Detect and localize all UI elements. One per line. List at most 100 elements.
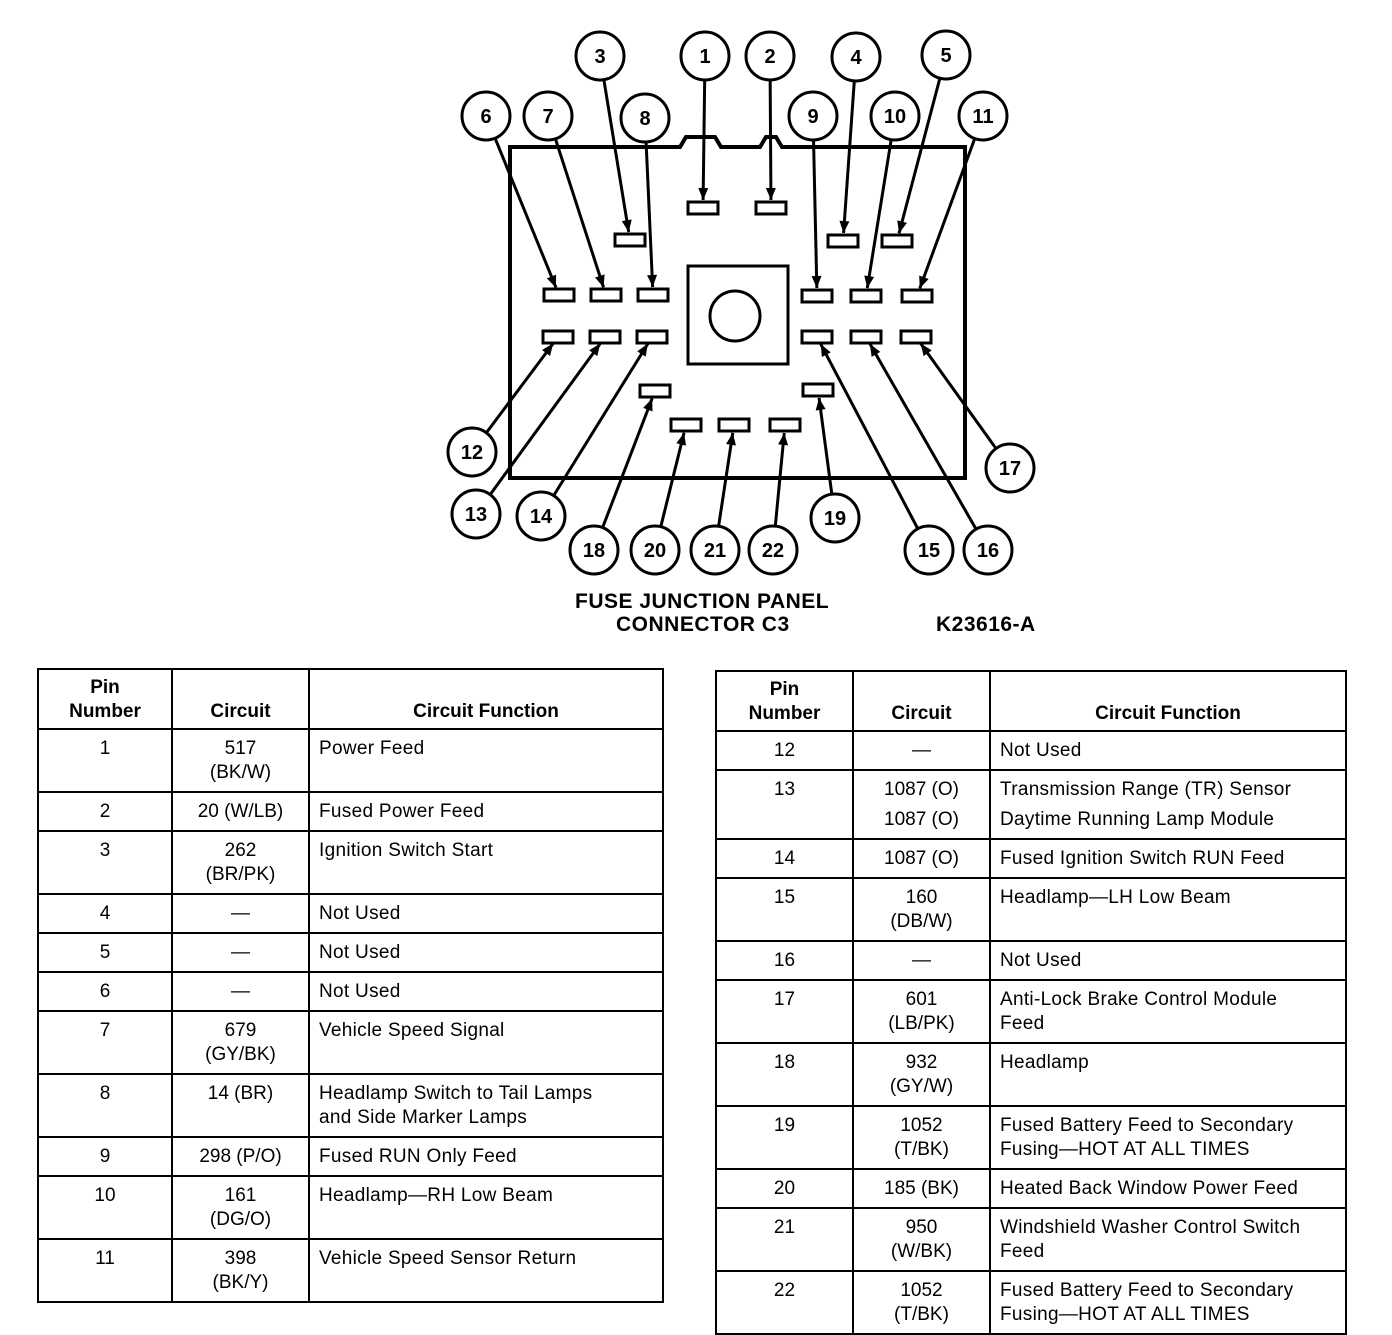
pin-callout-circle-7 bbox=[522, 90, 574, 142]
pin-cavity-19 bbox=[801, 382, 835, 398]
pin-callout-circle-10 bbox=[869, 90, 921, 142]
pin-callout-label-11: 11 bbox=[972, 106, 993, 128]
header-pin-number: Pin Number bbox=[715, 670, 854, 732]
pin-callout-circle-14 bbox=[515, 490, 567, 542]
leader-arrow-15 bbox=[820, 344, 831, 358]
pin-callout-label-12: 12 bbox=[461, 442, 483, 464]
circuit-function-cell: Headlamp—LH Low Beam bbox=[989, 877, 1347, 942]
pin-callout-circle-22 bbox=[747, 524, 799, 576]
pin-callout-label-17: 17 bbox=[999, 458, 1021, 480]
pin-number-cell: 4 bbox=[37, 893, 173, 934]
header-pin-number: Pin Number bbox=[37, 668, 173, 730]
leader-line-19 bbox=[817, 397, 834, 495]
pin-callout-circle-15 bbox=[903, 524, 955, 576]
leader-line-10 bbox=[865, 139, 893, 289]
circuit-function-cell: Not Used bbox=[308, 893, 664, 934]
circuit-cell: 1052(T/BK) bbox=[852, 1270, 991, 1335]
circuit-function-cell: Not Used bbox=[989, 730, 1347, 771]
pin-callout-circle-19 bbox=[809, 492, 861, 544]
header-circuit: Circuit bbox=[852, 670, 991, 732]
pin-callout-label-2: 2 bbox=[764, 46, 775, 68]
pin-cavity-6 bbox=[542, 287, 576, 303]
circuit-function-cell: Fused Ignition Switch RUN Feed bbox=[989, 838, 1347, 879]
circuit-cell: 517(BK/W) bbox=[171, 728, 310, 793]
pin-cavity-16 bbox=[849, 329, 883, 345]
pin-callout-circle-5 bbox=[920, 29, 972, 81]
circuit-cell: 161(DG/O) bbox=[171, 1175, 310, 1240]
pin-table-right: Pin Number Circuit Circuit Function 12—N… bbox=[715, 670, 1347, 1335]
connector-body-outline bbox=[508, 135, 967, 480]
circuit-cell: 679(GY/BK) bbox=[171, 1010, 310, 1075]
pin-cavity-11 bbox=[900, 288, 934, 304]
leader-line-13 bbox=[488, 342, 602, 496]
circuit-cell: 20 (W/LB) bbox=[171, 791, 310, 832]
pin-cavity-8 bbox=[636, 287, 670, 303]
pin-cavity-20 bbox=[669, 417, 703, 433]
pin-callout-label-21: 21 bbox=[704, 540, 726, 562]
pin-callout-circle-1 bbox=[679, 30, 731, 82]
circuit-cell: 601(LB/PK) bbox=[852, 979, 991, 1044]
circuit-function-cell: Headlamp bbox=[989, 1042, 1347, 1107]
leader-line-11 bbox=[918, 138, 977, 290]
leader-line-5 bbox=[897, 77, 942, 234]
pin-number-cell: 12 bbox=[715, 730, 854, 771]
leader-arrow-2 bbox=[765, 187, 776, 201]
circuit-cell: — bbox=[852, 730, 991, 771]
pin-cavity-18 bbox=[638, 383, 672, 399]
circuit-cell: 14 (BR) bbox=[171, 1073, 310, 1138]
leader-arrow-8 bbox=[647, 274, 658, 288]
table-row: 6—Not Used bbox=[37, 971, 664, 1012]
pin-callout-circle-16 bbox=[962, 524, 1014, 576]
leader-line-21 bbox=[717, 432, 735, 527]
leader-arrow-4 bbox=[839, 220, 850, 234]
pin-callout-circle-12 bbox=[446, 426, 498, 478]
pin-callout-circle-2 bbox=[744, 30, 796, 82]
table-header-row: Pin Number Circuit Circuit Function bbox=[37, 668, 664, 730]
pin-callout-label-10: 10 bbox=[884, 106, 906, 128]
leader-line-16 bbox=[868, 343, 978, 530]
table-row: 4—Not Used bbox=[37, 893, 664, 934]
circuit-function-cell: Not Used bbox=[989, 940, 1347, 981]
leader-arrow-11 bbox=[919, 275, 929, 289]
pin-number-cell: 18 bbox=[715, 1042, 854, 1107]
pin-callout-label-13: 13 bbox=[465, 504, 487, 526]
leader-arrow-3 bbox=[621, 219, 632, 233]
circuit-cell: 1087 (O) bbox=[852, 838, 991, 879]
pin-number-cell: 6 bbox=[37, 971, 173, 1012]
center-hole bbox=[708, 289, 762, 343]
circuit-function-cell: Ignition Switch Start bbox=[308, 830, 664, 895]
pin-cavity-2 bbox=[754, 200, 788, 216]
circuit-cell: 398(BK/Y) bbox=[171, 1238, 310, 1303]
leader-arrow-1 bbox=[698, 187, 709, 201]
pin-number-cell: 7 bbox=[37, 1010, 173, 1075]
circuit-cell: — bbox=[171, 971, 310, 1012]
pin-cavity-10 bbox=[849, 288, 883, 304]
pin-number-cell: 3 bbox=[37, 830, 173, 895]
leader-line-1 bbox=[701, 79, 707, 201]
pin-callout-label-22: 22 bbox=[762, 540, 784, 562]
pin-callout-circle-17 bbox=[984, 442, 1036, 494]
pin-number-cell: 20 bbox=[715, 1168, 854, 1209]
leader-line-20 bbox=[659, 432, 686, 528]
pin-callout-circle-18 bbox=[568, 524, 620, 576]
circuit-function-cell: Heated Back Window Power Feed bbox=[989, 1168, 1347, 1209]
circuit-cell: 262(BR/PK) bbox=[171, 830, 310, 895]
header-circuit: Circuit bbox=[171, 668, 310, 730]
table-row: 5—Not Used bbox=[37, 932, 664, 973]
pin-callout-label-9: 9 bbox=[807, 106, 818, 128]
circuit-function-cell: Not Used bbox=[308, 971, 664, 1012]
pin-callout-label-8: 8 bbox=[639, 108, 650, 130]
pin-cavity-5 bbox=[880, 233, 914, 249]
pin-callout-circle-21 bbox=[689, 524, 741, 576]
